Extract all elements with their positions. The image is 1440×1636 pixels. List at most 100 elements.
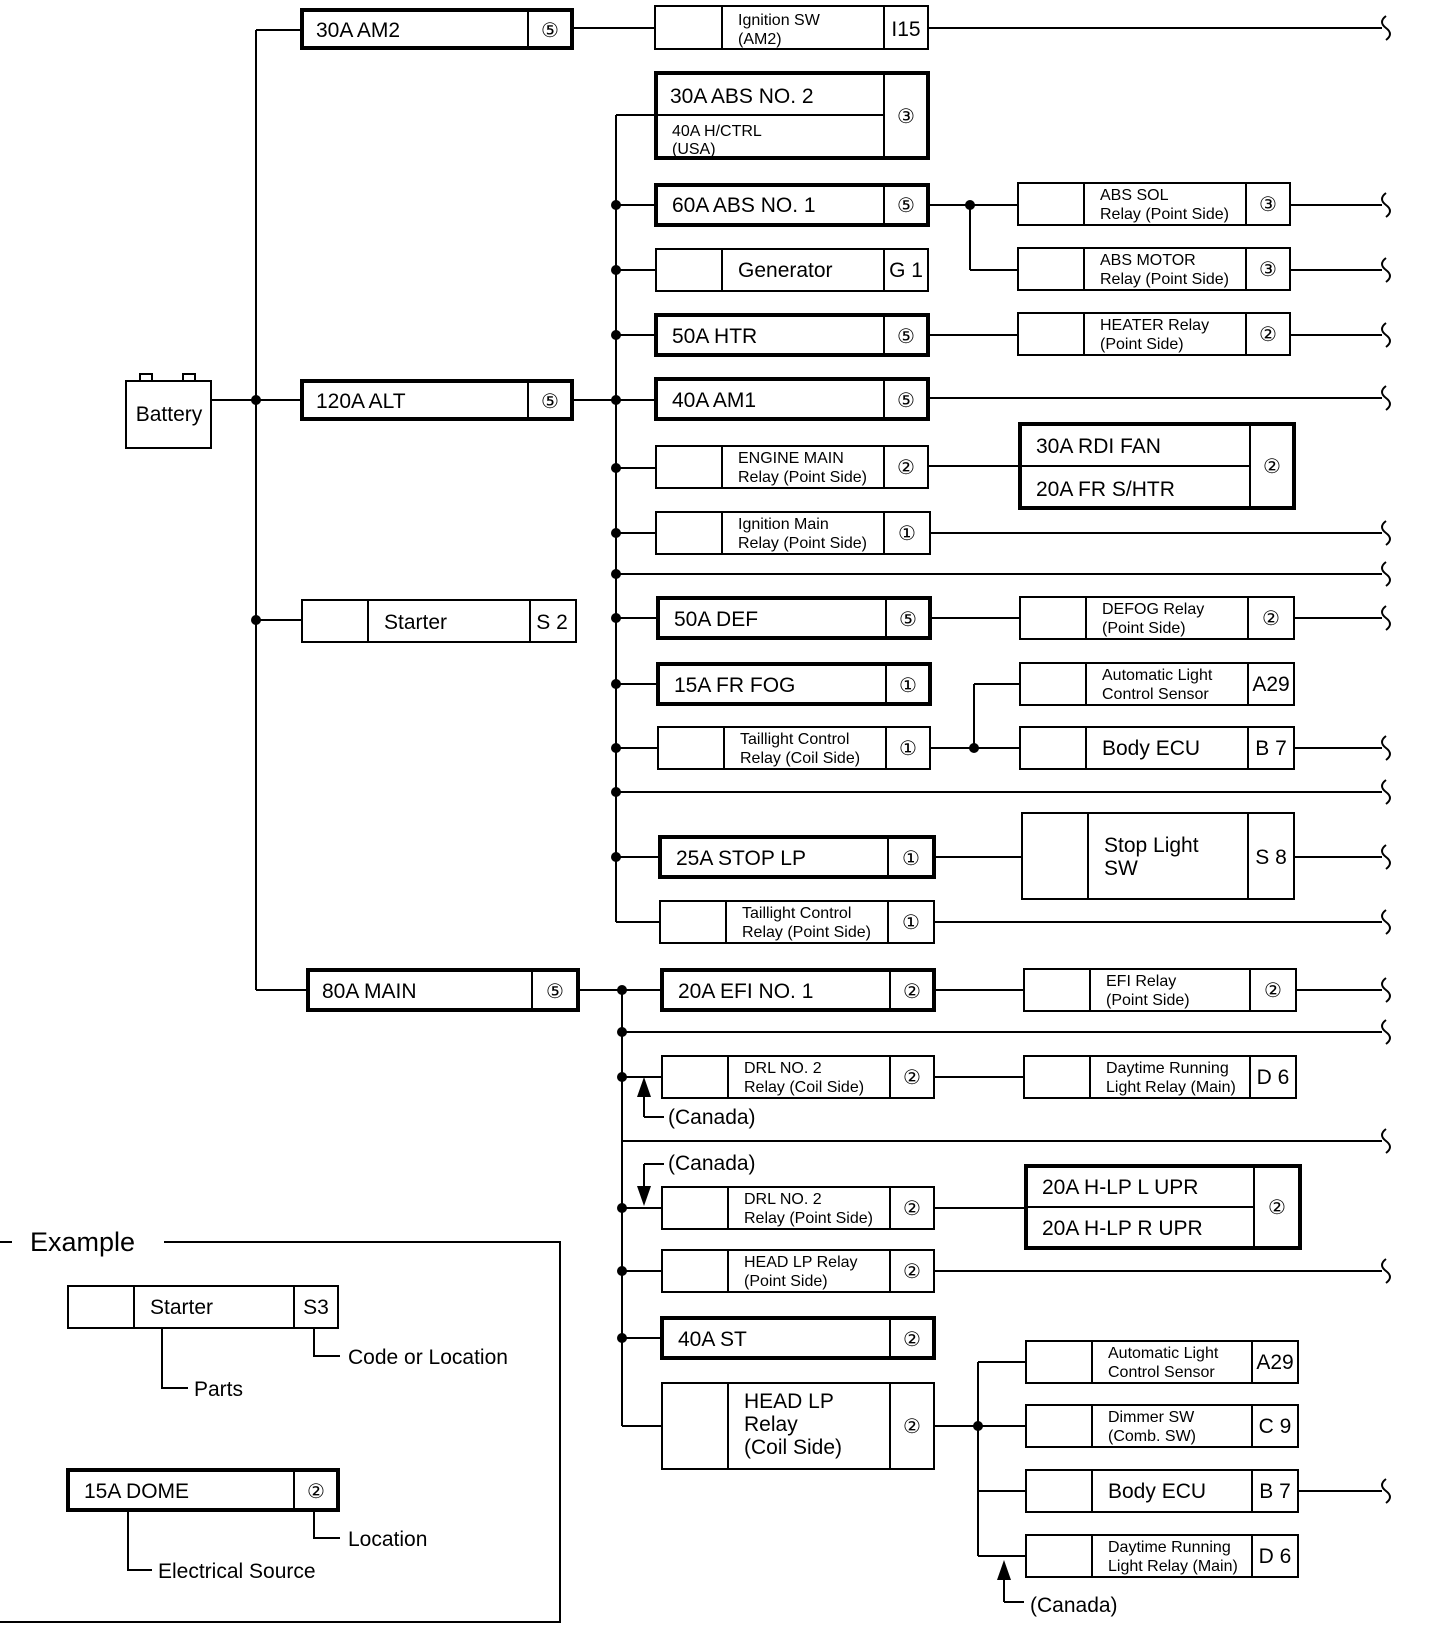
svg-text:Body ECU: Body ECU (1102, 737, 1200, 760)
part-automatic-light-control-sensor-2: Automatic Light Control Sensor A29 (1025, 1340, 1299, 1384)
svg-text:Starter: Starter (384, 611, 447, 634)
svg-text:ABS MOTOR: ABS MOTOR (1100, 252, 1196, 269)
svg-text:DRL NO. 2: DRL NO. 2 (744, 1191, 822, 1208)
svg-text:①: ① (898, 523, 916, 545)
part-dimmer-sw: Dimmer SW (Comb. SW) C 9 (1025, 1404, 1299, 1448)
part-starter: Starter S 2 (301, 599, 577, 643)
svg-text:Stop Light: Stop Light (1104, 834, 1199, 857)
svg-text:DEFOG Relay: DEFOG Relay (1102, 601, 1204, 618)
part-automatic-light-control-sensor-1: Automatic Light Control Sensor A29 (1019, 662, 1295, 706)
svg-text:Body ECU: Body ECU (1108, 1480, 1206, 1503)
fuse-40a-st: 40A ST ② (660, 1316, 936, 1360)
svg-text:(Coil Side): (Coil Side) (744, 1436, 842, 1459)
part-defog-relay: DEFOG Relay (Point Side) ② (1019, 596, 1295, 640)
svg-text:30A AM2: 30A AM2 (316, 19, 400, 42)
part-efi-relay: EFI Relay (Point Side) ② (1023, 968, 1297, 1012)
svg-text:②: ② (903, 1198, 921, 1220)
fuse-25a-stop-lp: 25A STOP LP ① (658, 835, 936, 879)
svg-text:ABS SOL: ABS SOL (1100, 187, 1169, 204)
svg-text:(Comb. SW): (Comb. SW) (1108, 1428, 1196, 1445)
svg-text:Relay (Coil Side): Relay (Coil Side) (740, 750, 860, 767)
fuse-120a-alt: 120A ALT ⑤ (300, 379, 574, 421)
svg-text:Relay (Point Side): Relay (Point Side) (742, 924, 871, 941)
part-taillight-control-relay-point: Taillight Control Relay (Point Side) ① (659, 900, 935, 944)
svg-text:20A H-LP R UPR: 20A H-LP R UPR (1042, 1217, 1203, 1240)
svg-text:②: ② (1263, 456, 1281, 478)
fuse-abs-no2: 30A ABS NO. 2 40A H/CTRL (USA) ③ (654, 71, 930, 160)
svg-text:②: ② (897, 457, 915, 479)
example-dome: 15A DOME (84, 1480, 189, 1503)
fuse-15a-fr-fog: 15A FR FOG ① (656, 662, 932, 706)
svg-text:50A DEF: 50A DEF (674, 608, 758, 631)
svg-text:⑤: ⑤ (897, 326, 915, 348)
svg-text:①: ① (899, 738, 917, 760)
svg-text:(Point Side): (Point Side) (1102, 620, 1186, 637)
svg-text:A29: A29 (1252, 673, 1289, 696)
svg-text:Ignition Main: Ignition Main (738, 516, 829, 533)
svg-text:40A AM1: 40A AM1 (672, 389, 756, 412)
svg-text:⑤: ⑤ (541, 391, 559, 413)
svg-text:Relay: Relay (744, 1413, 798, 1436)
fuse-rdi-fan-fr-shtr: 30A RDI FAN 20A FR S/HTR ② (1018, 422, 1296, 510)
canada-label-1: (Canada) (668, 1106, 756, 1129)
svg-text:②: ② (903, 981, 921, 1003)
svg-text:⑤: ⑤ (546, 981, 564, 1003)
svg-text:Ignition SW: Ignition SW (738, 12, 821, 29)
svg-text:ENGINE MAIN: ENGINE MAIN (738, 450, 844, 467)
part-ignition-sw: Ignition SW (AM2) I15 (654, 5, 929, 50)
example-parts-label: Parts (194, 1378, 243, 1401)
svg-text:②: ② (903, 1261, 921, 1283)
svg-text:Relay (Point Side): Relay (Point Side) (738, 469, 867, 486)
svg-text:HEAD LP: HEAD LP (744, 1390, 834, 1413)
part-engine-main-relay: ENGINE MAIN Relay (Point Side) ② (655, 445, 929, 489)
svg-text:Dimmer SW: Dimmer SW (1108, 1409, 1195, 1426)
svg-text:Relay (Point Side): Relay (Point Side) (1100, 206, 1229, 223)
part-stop-light-sw: Stop Light SW S 8 (1021, 812, 1295, 900)
svg-text:D 6: D 6 (1257, 1066, 1290, 1089)
example-dome-loc: ② (307, 1481, 325, 1503)
svg-text:①: ① (899, 675, 917, 697)
svg-text:Relay (Coil Side): Relay (Coil Side) (744, 1079, 864, 1096)
svg-text:HEAD LP Relay: HEAD LP Relay (744, 1254, 858, 1271)
example-legend: Example Starter S3 Code or Location Part… (0, 1227, 561, 1623)
part-ignition-main-relay: Ignition Main Relay (Point Side) ① (655, 511, 931, 555)
svg-text:③: ③ (1259, 194, 1277, 216)
svg-text:40A H/CTRL: 40A H/CTRL (672, 123, 762, 140)
svg-text:DRL NO. 2: DRL NO. 2 (744, 1060, 822, 1077)
svg-text:⑤: ⑤ (897, 390, 915, 412)
svg-text:S 8: S 8 (1255, 846, 1287, 869)
svg-text:50A HTR: 50A HTR (672, 325, 757, 348)
svg-text:Automatic Light: Automatic Light (1108, 1345, 1219, 1362)
svg-text:①: ① (902, 912, 920, 934)
svg-text:HEATER Relay: HEATER Relay (1100, 317, 1209, 334)
part-head-lp-relay-point: HEAD LP Relay (Point Side) ② (661, 1249, 935, 1293)
part-heater-relay: HEATER Relay (Point Side) ② (1017, 312, 1291, 356)
svg-text:Relay (Point Side): Relay (Point Side) (744, 1210, 873, 1227)
svg-text:Control Sensor: Control Sensor (1102, 686, 1209, 703)
svg-text:EFI Relay: EFI Relay (1106, 973, 1176, 990)
svg-text:Light Relay (Main): Light Relay (Main) (1108, 1558, 1238, 1575)
part-daytime-running-light-relay-2: Daytime Running Light Relay (Main) D 6 (1025, 1534, 1299, 1578)
svg-text:(USA): (USA) (672, 141, 716, 158)
svg-text:②: ② (903, 1416, 921, 1438)
svg-text:⑤: ⑤ (899, 609, 917, 631)
fuse-abs-no1: 60A ABS NO. 1 ⑤ (654, 183, 930, 227)
svg-text:SW: SW (1104, 857, 1138, 880)
example-source-label: Electrical Source (158, 1560, 316, 1583)
svg-text:(Point Side): (Point Side) (1100, 336, 1184, 353)
svg-text:Daytime Running: Daytime Running (1106, 1060, 1229, 1077)
svg-text:Automatic Light: Automatic Light (1102, 667, 1213, 684)
svg-text:Control Sensor: Control Sensor (1108, 1364, 1215, 1381)
wire-break-marks (1381, 15, 1391, 1504)
svg-text:25A STOP LP: 25A STOP LP (676, 847, 806, 870)
svg-text:Daytime Running: Daytime Running (1108, 1539, 1231, 1556)
svg-text:⑤: ⑤ (541, 20, 559, 42)
svg-text:②: ② (1268, 1197, 1286, 1219)
part-generator: Generator G 1 (655, 248, 929, 292)
battery-label: Battery (136, 403, 203, 426)
svg-text:80A MAIN: 80A MAIN (322, 980, 417, 1003)
example-title: Example (30, 1227, 135, 1257)
svg-text:Relay (Point Side): Relay (Point Side) (1100, 271, 1229, 288)
part-taillight-control-relay-coil: Taillight Control Relay (Coil Side) ① (657, 726, 931, 770)
